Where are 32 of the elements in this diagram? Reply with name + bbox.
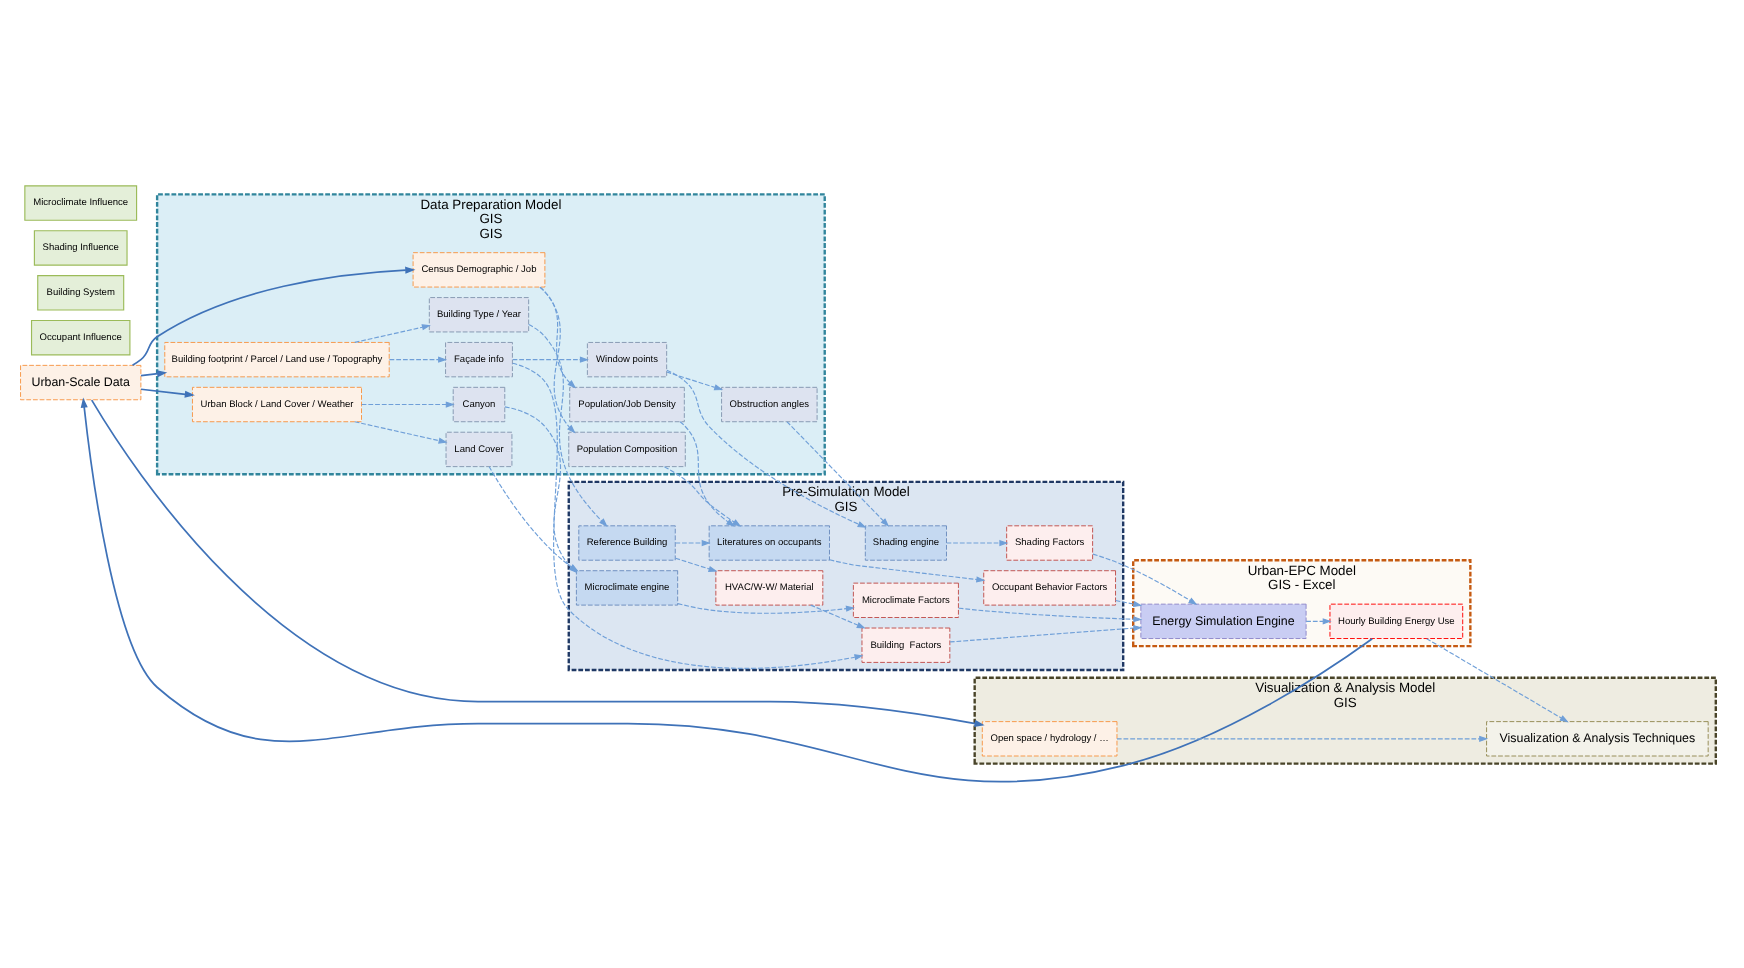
arrow <box>679 421 736 527</box>
arrow <box>674 557 718 572</box>
arrow <box>140 370 168 378</box>
arrow <box>388 356 448 363</box>
arrow <box>354 421 448 444</box>
arrow <box>958 607 1143 623</box>
arrow <box>674 539 711 547</box>
arrow <box>80 397 1374 783</box>
arrow <box>663 466 742 527</box>
arrow <box>1426 638 1569 723</box>
arrow <box>528 324 608 527</box>
arrow <box>140 388 195 398</box>
arrow <box>512 362 864 669</box>
arrow <box>1092 553 1198 606</box>
arrow <box>828 559 986 583</box>
arrow <box>1305 618 1332 625</box>
arrow <box>512 356 589 363</box>
arrow <box>354 324 431 343</box>
arrow <box>539 286 577 389</box>
arrow <box>539 286 576 434</box>
arrow <box>677 603 855 614</box>
arrow <box>810 604 866 629</box>
arrow <box>1115 599 1143 608</box>
arrow <box>666 371 724 391</box>
arrow <box>946 539 1009 547</box>
arrow <box>131 266 416 367</box>
arrow <box>1116 735 1489 742</box>
arrow <box>90 399 985 727</box>
arrow <box>786 421 890 527</box>
arrow <box>361 401 455 408</box>
arrow <box>666 369 867 528</box>
arrow <box>949 624 1143 643</box>
